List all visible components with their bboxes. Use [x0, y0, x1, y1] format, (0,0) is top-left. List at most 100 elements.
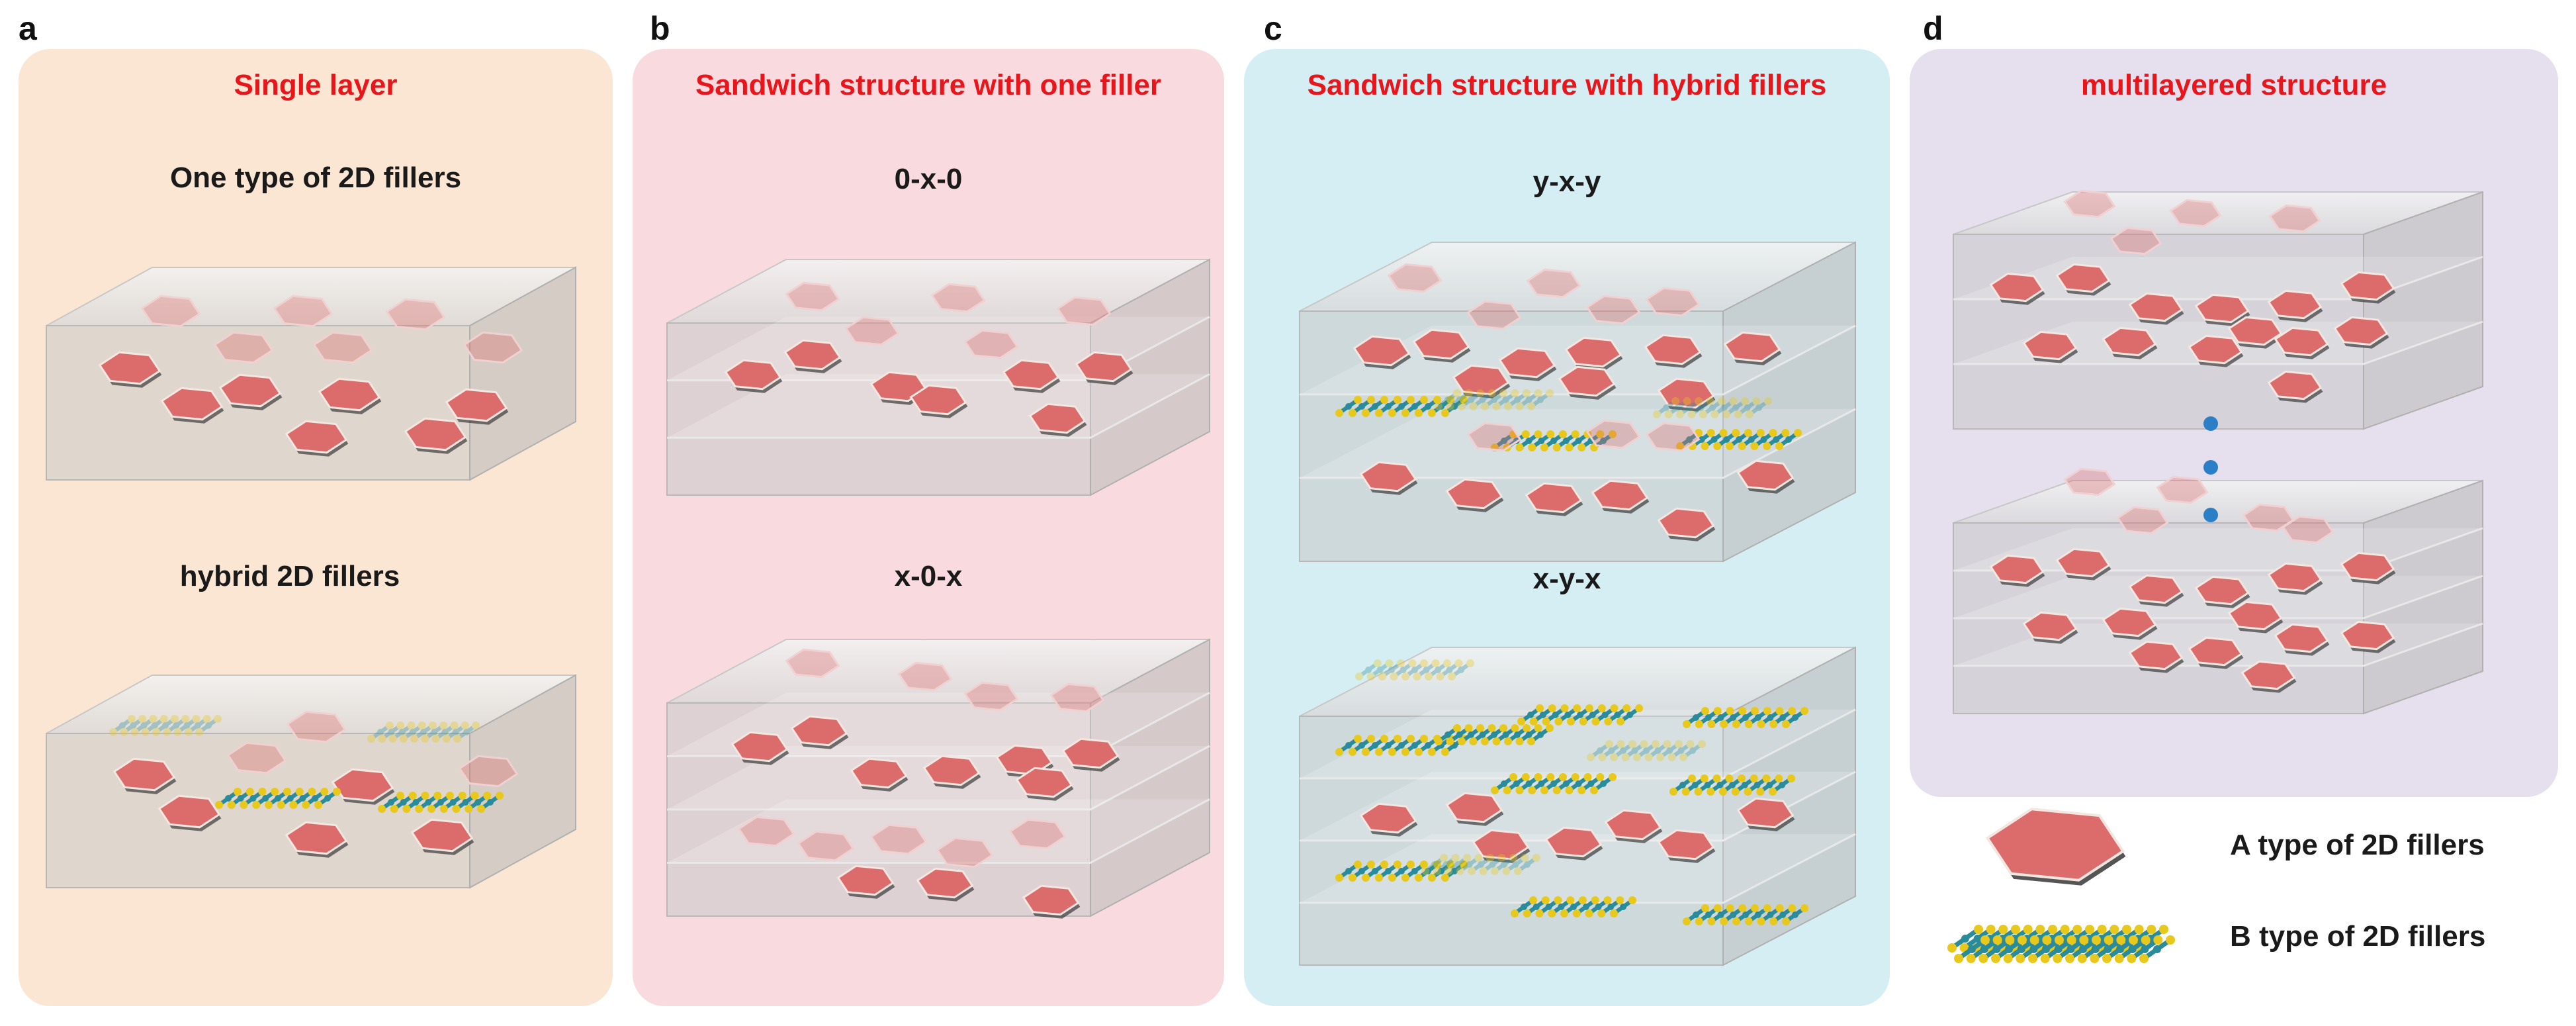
legend-atom	[1947, 943, 1957, 953]
filler-b-faded-bond	[1358, 661, 1379, 678]
filler-b-faded-bond	[1381, 661, 1402, 678]
filler-b-c-atom	[1464, 724, 1473, 732]
filler-b-c-atom	[1577, 786, 1586, 794]
box-c-bottom-layer-line	[1300, 833, 1856, 904]
box-b-bottom-layer-line	[667, 798, 1210, 864]
hexagon-d	[2194, 293, 2250, 324]
filler-b-faded-bond	[198, 717, 219, 734]
filler-b-c-atom	[1438, 403, 1444, 410]
hexagon-d	[2227, 600, 2283, 631]
filler-b-c-atom	[1732, 720, 1740, 728]
legend-atom	[1980, 945, 1988, 953]
filler-b-c-atom	[1515, 737, 1524, 745]
filler-b-c-atom	[1719, 788, 1727, 796]
hexagon-d	[2055, 547, 2111, 578]
filler-b-c-atom	[1716, 782, 1724, 788]
box-c-bottom-layer-line	[1300, 708, 1856, 780]
filler-b-faded-bond	[1748, 399, 1769, 416]
legend-atom	[2116, 935, 2126, 945]
hexagon-d	[2267, 289, 2323, 320]
filler-b-faded-atom	[407, 722, 416, 729]
hexagon-b	[1061, 737, 1120, 769]
hexagon-d	[2128, 292, 2184, 322]
filler-b-c-atom	[1562, 780, 1570, 787]
filler-b-faded-atom	[1718, 397, 1726, 405]
filler-b-c-atom	[1560, 909, 1568, 917]
filler-b-c-atom	[1503, 786, 1511, 794]
filler-b-c-atom	[1698, 436, 1705, 443]
hexagon-a	[331, 768, 394, 802]
filler-b-c-atom	[1792, 911, 1799, 918]
filler-b-c-atom	[1433, 396, 1441, 404]
filler-b-faded-bond	[1682, 742, 1703, 759]
hexagon-a	[318, 377, 381, 412]
panel-b-label-bottom: x-0-x	[894, 560, 963, 592]
filler-b-a-atom	[312, 795, 319, 802]
filler-b-faded-atom	[202, 715, 211, 723]
filler-b-c-atom	[1712, 774, 1721, 782]
filler-b-faded-bond	[1450, 661, 1472, 678]
filler-b-faded-atom	[409, 729, 416, 735]
legend-hexagon	[1985, 808, 2125, 882]
filler-b-a-atom	[271, 788, 279, 796]
filler-b-c-atom	[1596, 430, 1605, 438]
filler-b-c-atom	[1554, 896, 1562, 904]
filler-b-faded-atom	[181, 715, 190, 723]
filler-b-c-atom	[1751, 707, 1759, 715]
hexagon-c	[1412, 328, 1470, 360]
hexagon-c	[1736, 797, 1795, 829]
filler-b-faded-atom	[1653, 410, 1661, 418]
hexagon-d	[2340, 620, 2395, 651]
hexagon-b	[724, 359, 782, 391]
filler-b-faded-bond	[1460, 391, 1482, 408]
filler-b-faded-atom	[1388, 667, 1395, 673]
filler-b-faded-atom	[1468, 867, 1476, 875]
filler-b-faded-atom	[1675, 740, 1683, 748]
filler-b-faded-atom	[1699, 410, 1707, 418]
filler-b-c-atom	[1577, 712, 1583, 718]
filler-b-c-atom	[1695, 720, 1703, 728]
filler-b-c-atom	[1800, 904, 1808, 912]
filler-b-a-atom	[452, 805, 461, 813]
filler-b-faded-atom	[173, 728, 182, 736]
filler-b-c-atom	[1704, 782, 1711, 788]
filler-b-faded-bond	[1636, 742, 1657, 759]
hexagon-faded	[2169, 199, 2222, 228]
filler-b-c-atom	[1385, 403, 1392, 410]
filler-b-faded-atom	[1374, 659, 1382, 667]
filler-b-c-atom	[1600, 438, 1607, 444]
filler-b-c-atom	[1566, 896, 1575, 904]
filler-b-c-atom	[1537, 731, 1544, 738]
filler-b-c-atom	[1521, 773, 1530, 781]
legend-atom	[1973, 935, 1982, 943]
filler-b-faded-atom	[1512, 861, 1519, 868]
filler-b-c-atom	[1446, 396, 1454, 404]
filler-b-faded-atom	[453, 735, 461, 743]
box-d-bottom-layer-line	[1953, 622, 2483, 667]
legend-atom	[2077, 954, 2087, 963]
filler-b-faded-bond	[1507, 391, 1528, 408]
filler-b-a-atom	[427, 805, 435, 813]
filler-b-faded-atom	[1466, 861, 1473, 868]
filler-b-c-atom	[1385, 742, 1392, 749]
filler-b-faded-atom	[1478, 861, 1484, 868]
filler-b-c-atom	[1401, 748, 1409, 756]
hexagon-d	[2267, 370, 2323, 400]
filler-b-faded-atom	[1481, 402, 1489, 410]
filler-b-c-atom	[1744, 429, 1752, 437]
filler-b-faded-bond	[1447, 856, 1468, 873]
box-d-bottom-layer-line	[1953, 575, 2483, 620]
hexagon-c	[1564, 336, 1622, 368]
filler-b-faded-atom	[1698, 740, 1706, 748]
filler-b-faded-atom	[1744, 404, 1751, 411]
filler-b-faded-atom	[410, 735, 418, 743]
hexagon-c	[1604, 809, 1662, 841]
box-c-bottom	[1299, 646, 1856, 966]
filler-b-a-atom	[265, 801, 273, 809]
filler-b-c-atom	[1349, 409, 1356, 417]
filler-b-faded-bond	[1656, 399, 1677, 416]
filler-b-faded-bond	[1589, 742, 1611, 759]
filler-b-faded-atom	[388, 735, 397, 743]
filler-b-c	[1511, 896, 1636, 917]
filler-b-c-atom	[1380, 861, 1388, 868]
